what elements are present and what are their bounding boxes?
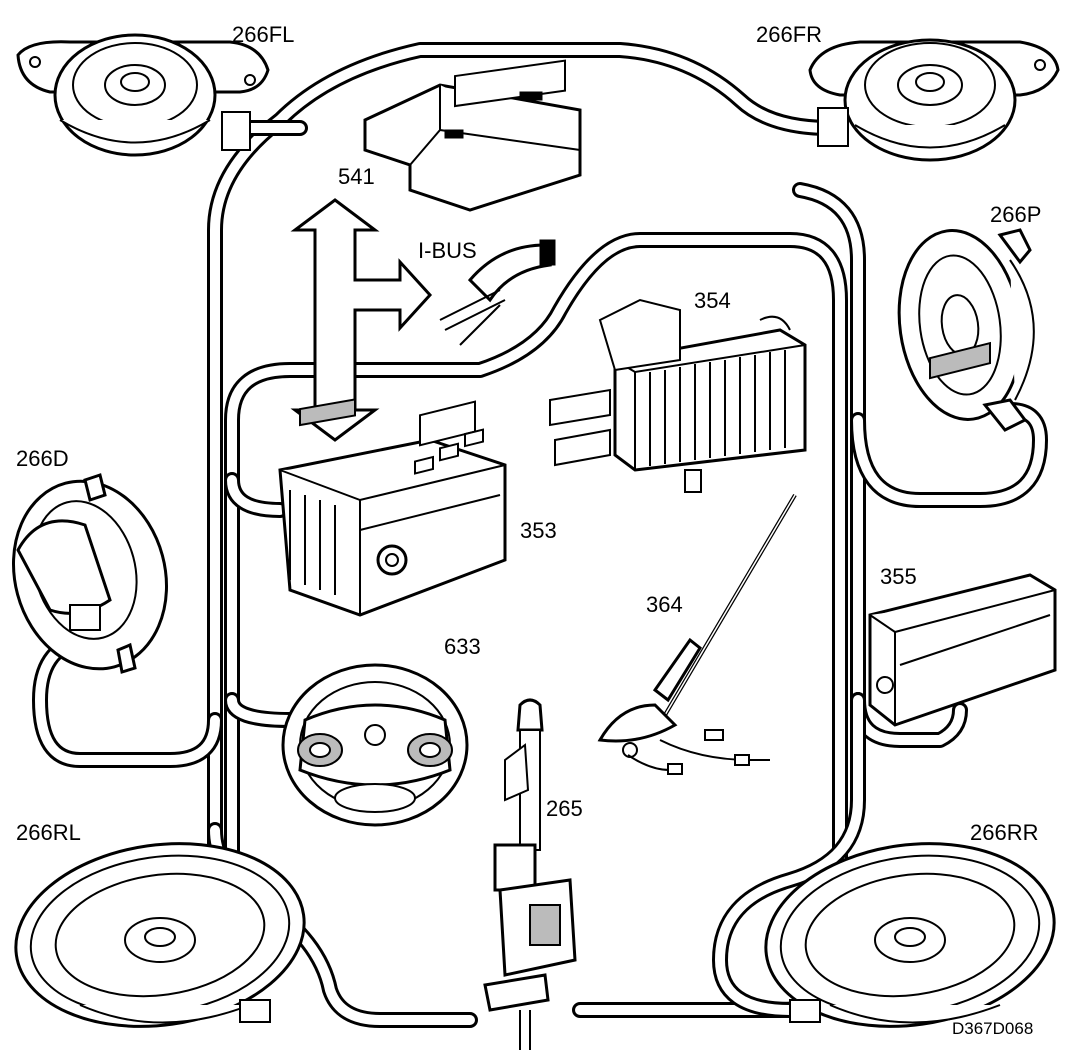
label-i-bus: I-BUS (418, 238, 477, 263)
label-266fl: 266FL (232, 22, 295, 47)
speaker-266fr-icon (808, 38, 1060, 162)
drawing-code: D367D068 (952, 1019, 1034, 1038)
speaker-266rr-icon (764, 842, 1056, 1028)
i-bus-connector-icon (439, 239, 556, 346)
speaker-266rl-icon (14, 842, 306, 1028)
radio-353-icon (278, 398, 507, 617)
i-bus-arrow-icon (290, 198, 433, 442)
label-266rl: 266RL (16, 820, 81, 845)
label-266fr: 266FR (756, 22, 823, 47)
antenna-rod-364-icon (597, 493, 797, 775)
label-266rr: 266RR (970, 820, 1039, 845)
radio-vents (289, 490, 336, 595)
speaker-266p-icon (897, 228, 1035, 432)
cd-changer-355-icon (868, 341, 1057, 727)
label-633: 633 (444, 634, 481, 659)
label-265: 265 (546, 796, 583, 821)
label-541: 541 (338, 164, 375, 189)
label-266d: 266D (16, 446, 69, 471)
amplifier-fins (649, 350, 786, 466)
power-antenna-265-icon (483, 698, 577, 1050)
steering-wheel-633-icon (281, 663, 469, 827)
amplifier-354-icon (549, 298, 807, 493)
speaker-266d-icon (11, 473, 169, 674)
label-355: 355 (880, 564, 917, 589)
label-266p: 266P (990, 202, 1042, 227)
label-354: 354 (694, 288, 731, 313)
label-364: 364 (646, 592, 683, 617)
info-display-541-icon (363, 59, 582, 212)
speaker-266fl-icon (16, 33, 270, 157)
label-353: 353 (520, 518, 557, 543)
